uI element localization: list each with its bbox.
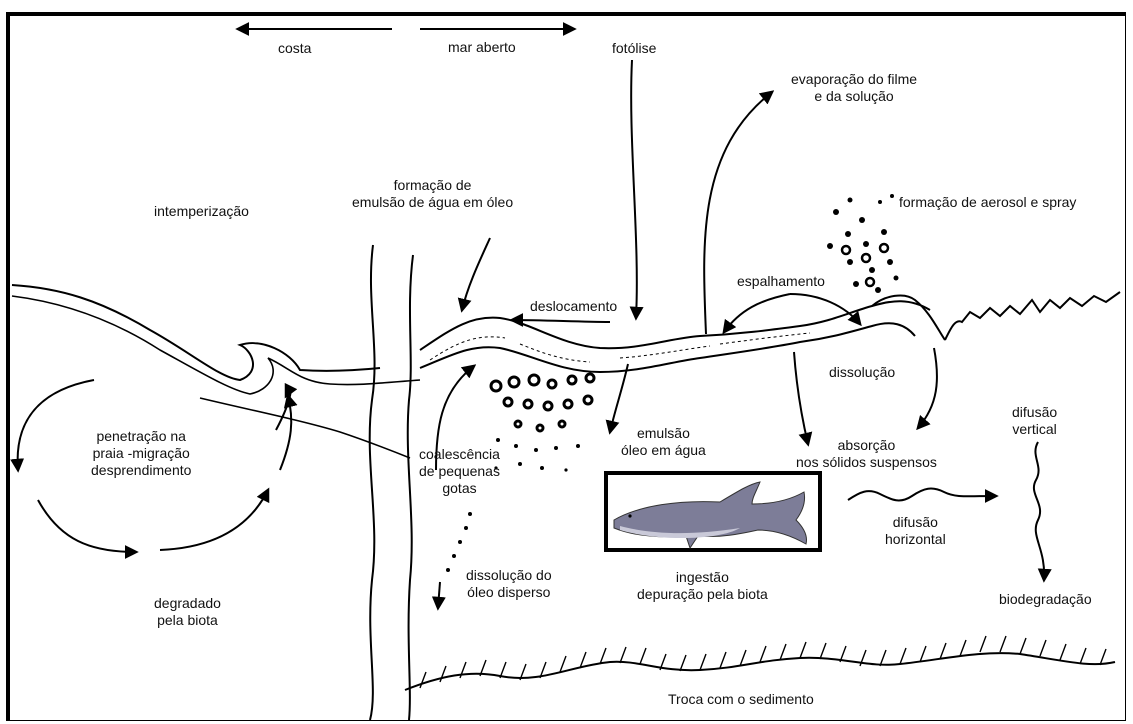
label-biodegradacao: biodegradação [999,591,1092,608]
label-intemperizacao: intemperização [154,203,249,220]
oil-slick-top [420,301,930,350]
label-aerosol: formação de aerosol e spray [899,194,1076,211]
sea-surface-right [945,292,1120,340]
cycle-arrow-left [18,380,94,470]
arrow-fotolise [631,60,637,318]
aerosol-spray-dots [827,194,899,293]
label-espalhamento: espalhamento [737,273,825,290]
label-deslocamento: deslocamento [530,298,617,315]
arrow-absorcao [918,348,937,428]
seabed-line [405,653,1115,690]
cycle-arrow-bottom-left [38,500,136,552]
aerosol-spray-rings [842,244,888,286]
shoreline-line-right [408,255,413,720]
arrow-evaporacao [704,92,772,334]
label-mar-aberto: mar aberto [448,39,516,56]
arrow-dissolucao-oleo-disperso [438,582,440,608]
arrow-emulsao-oleo-agua [610,364,628,432]
label-costa: costa [278,40,311,57]
arrow-difusao-vertical [1034,442,1044,580]
arrow-espalhamento-left [724,294,790,332]
oil-droplets [491,374,594,431]
shoreline-line-left [370,245,375,720]
label-dissolucao: dissolução [829,364,895,381]
arrow-formacao-emulsao [462,238,490,310]
arrow-espalhamento-right [790,294,860,324]
beach-profile-lower [12,296,420,394]
label-fotolise: fotólise [612,40,656,57]
label-troca-sedimento: Troca com o sedimento [668,691,814,708]
arrow-deslocamento [512,320,610,322]
beach-profile-upper [12,285,380,380]
cycle-arrow-bottom-right [160,490,268,550]
beach-sand-line [200,398,410,458]
arrow-dissolucao [794,352,808,444]
arrow-difusao-horizontal [848,489,996,501]
